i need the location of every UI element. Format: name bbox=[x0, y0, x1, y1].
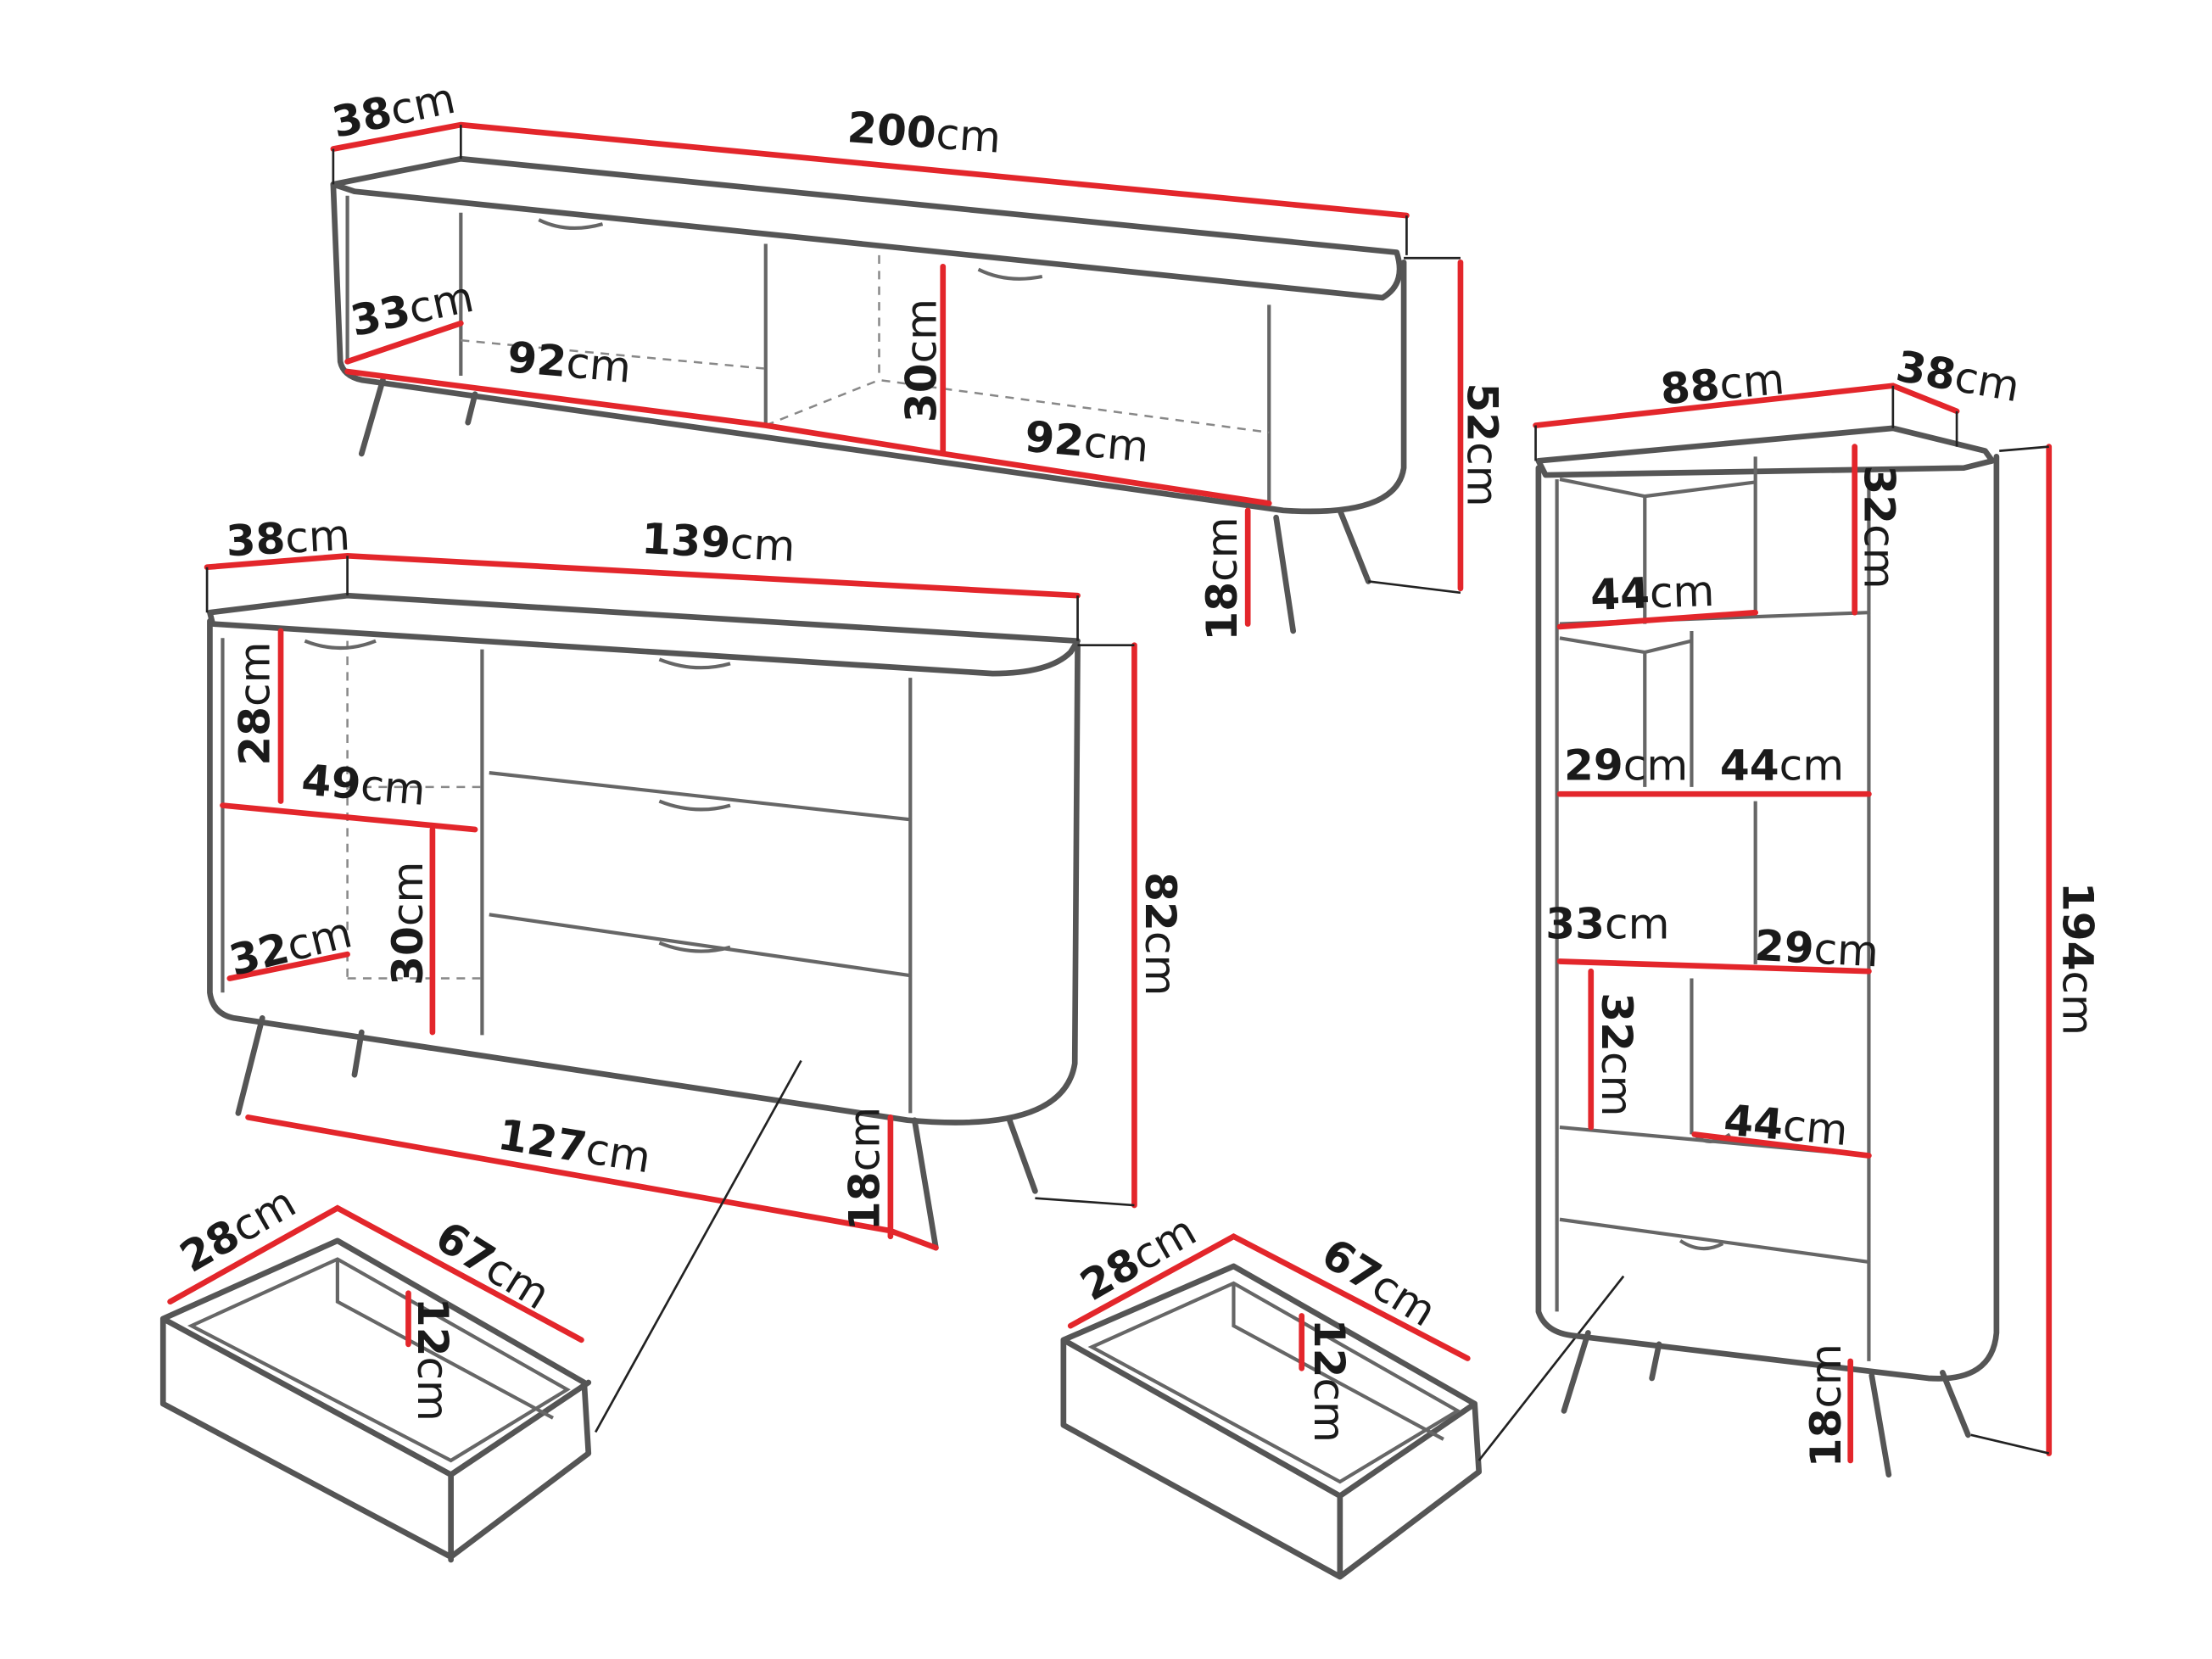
dimension-labels: 38cm 200cm 33cm 92cm 30cm 92cm 52cm 18cm… bbox=[171, 73, 2103, 1468]
bookcase-top-shelf-height-label: 32cm bbox=[1854, 465, 1904, 589]
tv-unit-handles bbox=[538, 218, 1043, 281]
bookcase-body bbox=[1535, 453, 2000, 1382]
sideboard-leg-height-label: 18cm bbox=[840, 1107, 890, 1231]
sideboard-drawing bbox=[204, 552, 1137, 1433]
sideboard-legs bbox=[235, 1015, 1038, 1251]
sideboard-shelf-width-label: 49cm bbox=[299, 754, 427, 815]
bookcase-top bbox=[1535, 425, 1996, 478]
bookcase-leg-height-label: 18cm bbox=[1801, 1343, 1851, 1467]
bookcase-shelf-3-width-label: 29cm bbox=[1753, 920, 1880, 977]
bookcase-shelf-4-width-label: 44cm bbox=[1722, 1095, 1850, 1156]
sideboard-lower-height-label: 30cm bbox=[383, 862, 433, 986]
tv-width-label: 200cm bbox=[846, 102, 1003, 162]
sideboard-top bbox=[207, 592, 1081, 677]
bookcase-extension-lines bbox=[1534, 385, 2050, 1455]
tv-right-compartment-width-label: 92cm bbox=[1023, 411, 1151, 472]
bookcase-back-lines bbox=[1559, 478, 1756, 1251]
sideboard-upper-height-label: 28cm bbox=[230, 642, 280, 766]
sideboard-drawer-drawing bbox=[159, 1204, 592, 1563]
sideboard-panels bbox=[221, 638, 913, 1114]
tv-unit-top bbox=[330, 155, 1403, 301]
bookcase-shelf-3-depth-label: 33cm bbox=[1545, 899, 1669, 949]
bookcase-depth-label: 38cm bbox=[1892, 341, 2023, 411]
tv-unit-legs bbox=[358, 377, 1371, 634]
bookcase-drawer-box bbox=[1060, 1263, 1483, 1580]
bookcase-drawer-depth-label: 28cm bbox=[1072, 1205, 1204, 1310]
sideboard-depth-label: 38cm bbox=[225, 510, 351, 567]
bookcase-shelf-1-width-label: 44cm bbox=[1589, 566, 1715, 620]
sideboard-drawer-height-label: 12cm bbox=[408, 1298, 458, 1422]
bookcase-shelf-2-depth-label: 29cm bbox=[1564, 740, 1688, 790]
tv-unit-hidden-lines bbox=[461, 254, 1270, 434]
sideboard-height-label: 82cm bbox=[1136, 872, 1186, 996]
tv-leg-height-label: 18cm bbox=[1197, 517, 1247, 640]
sideboard-handles bbox=[304, 639, 731, 953]
bookcase-drawing bbox=[1533, 383, 2053, 1478]
bookcase-legs bbox=[1561, 1330, 1971, 1478]
bookcase-drawer-height-label: 12cm bbox=[1304, 1319, 1355, 1443]
sideboard-extension-lines bbox=[205, 556, 1135, 1433]
bookcase-shelf-2-width-label: 44cm bbox=[1720, 740, 1844, 790]
sideboard-hidden-lines bbox=[346, 640, 483, 980]
bookcase-height-label: 194cm bbox=[2053, 882, 2103, 1036]
tv-unit-dividers bbox=[345, 195, 1271, 504]
tv-left-compartment-width-label: 92cm bbox=[506, 332, 634, 393]
sideboard-drawer-inside bbox=[187, 1257, 571, 1463]
tv-shelf-depth-label: 33cm bbox=[346, 271, 478, 346]
bookcase-drawer-drawing bbox=[1060, 1233, 1625, 1580]
bookcase-drawer-leader bbox=[1477, 1275, 1625, 1461]
tv-depth-label: 38cm bbox=[327, 73, 459, 148]
sideboard-drawer-dimension-lines bbox=[167, 1204, 584, 1348]
bookcase-lower-shelf-height-label: 32cm bbox=[1592, 992, 1642, 1116]
sideboard-width-label: 139cm bbox=[640, 513, 796, 571]
sideboard-dimension-lines bbox=[204, 552, 1137, 1251]
bookcase-drawer-dimension-lines bbox=[1067, 1233, 1471, 1371]
sideboard-leg-span-label: 127cm bbox=[494, 1109, 654, 1183]
sideboard-shelf-depth-label: 32cm bbox=[224, 907, 356, 986]
tv-height-label: 52cm bbox=[1457, 383, 1507, 506]
tv-unit-extension-lines bbox=[332, 125, 1461, 595]
bookcase-drawer-inside bbox=[1087, 1281, 1461, 1484]
tv-unit-body bbox=[330, 181, 1407, 515]
tv-unit-drawing bbox=[330, 121, 1464, 634]
tv-compartment-height-label: 30cm bbox=[896, 299, 946, 422]
bookcase-width-label: 88cm bbox=[1658, 354, 1786, 415]
sideboard-body bbox=[207, 617, 1081, 1126]
